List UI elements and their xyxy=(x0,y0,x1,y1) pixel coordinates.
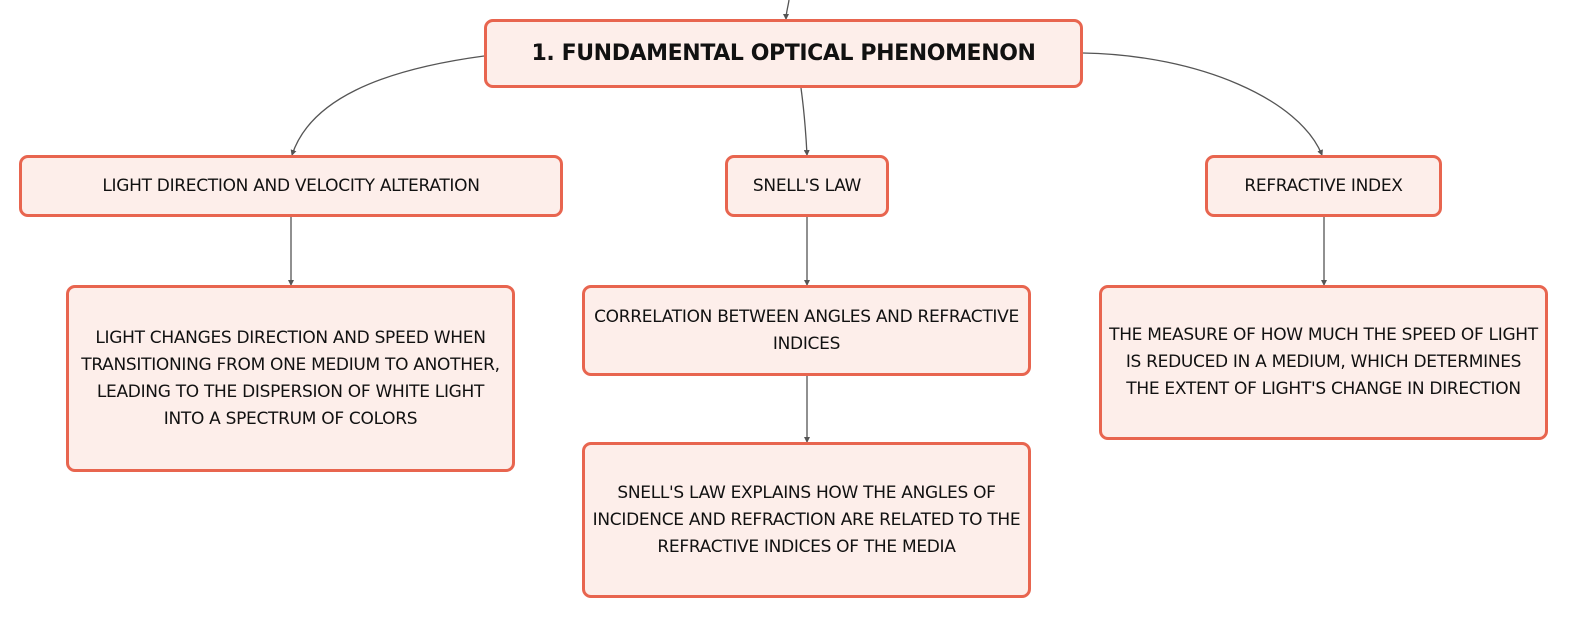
node-snells-law[interactable]: SNELL'S LAW xyxy=(725,155,889,217)
node-light-direction-velocity[interactable]: LIGHT DIRECTION AND VELOCITY ALTERATION xyxy=(19,155,563,217)
node-light-direction-description[interactable]: LIGHT CHANGES DIRECTION AND SPEED WHEN T… xyxy=(66,285,515,472)
node-fundamental-optical-phenomenon[interactable]: 1. FUNDAMENTAL OPTICAL PHENOMENON xyxy=(484,19,1083,88)
connector-root-to-refractive xyxy=(1082,52,1323,156)
node-label: CORRELATION BETWEEN ANGLES AND REFRACTIV… xyxy=(594,306,1019,354)
node-label: SNELL'S LAW xyxy=(752,175,862,196)
node-label: REFRACTIVE INDEX xyxy=(1244,175,1403,196)
node-label: THE MEASURE OF HOW MUCH THE SPEED OF LIG… xyxy=(1109,325,1538,399)
connector-root-to-light xyxy=(290,55,485,156)
node-label: LIGHT CHANGES DIRECTION AND SPEED WHEN T… xyxy=(81,327,500,429)
node-label: LIGHT DIRECTION AND VELOCITY ALTERATION xyxy=(102,175,480,196)
node-label: 1. FUNDAMENTAL OPTICAL PHENOMENON xyxy=(531,41,1036,66)
node-label: SNELL'S LAW EXPLAINS HOW THE ANGLES OF I… xyxy=(592,482,1021,557)
node-snells-law-description[interactable]: SNELL'S LAW EXPLAINS HOW THE ANGLES OF I… xyxy=(582,442,1031,598)
connector-root-to-snell xyxy=(800,87,810,156)
node-refractive-index[interactable]: REFRACTIVE INDEX xyxy=(1205,155,1442,217)
node-refractive-index-description[interactable]: THE MEASURE OF HOW MUCH THE SPEED OF LIG… xyxy=(1099,285,1548,440)
connector-parent-to-root xyxy=(783,0,790,20)
node-correlation-angles-indices[interactable]: CORRELATION BETWEEN ANGLES AND REFRACTIV… xyxy=(582,285,1031,376)
